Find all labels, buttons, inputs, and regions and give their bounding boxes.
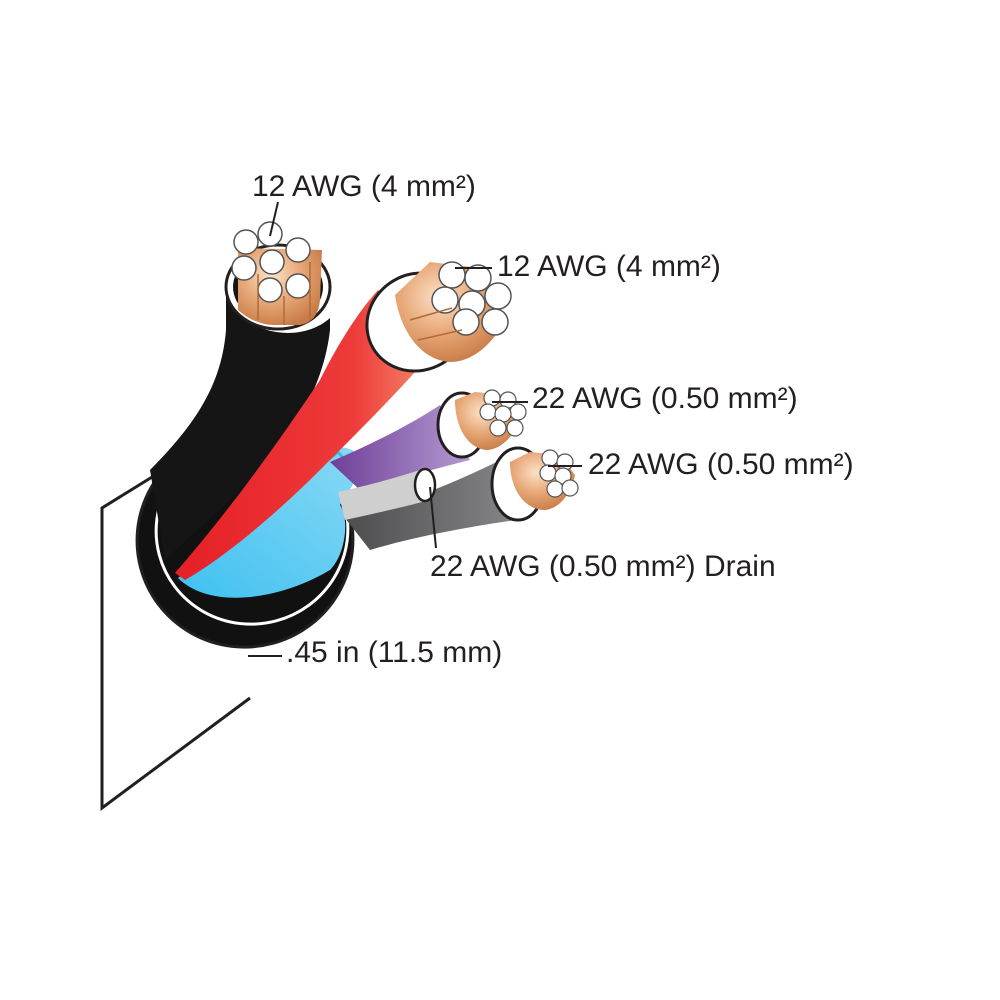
red-conductor (175, 261, 512, 580)
red-conductor-strands (395, 261, 512, 362)
label-drain-wire: 22 AWG (0.50 mm²) Drain (430, 550, 776, 583)
label-black-conductor: 12 AWG (4 mm²) (252, 170, 476, 203)
black-conductor-strands (231, 221, 322, 325)
panel-outline (100, 459, 251, 811)
black-conductor (150, 221, 332, 560)
gray-conductor (345, 446, 579, 550)
leader-lines (248, 201, 582, 657)
label-gray-conductor: 22 AWG (0.50 mm²) (588, 448, 854, 481)
purple-conductor (330, 389, 527, 490)
label-purple-conductor: 22 AWG (0.50 mm²) (532, 382, 798, 415)
purple-conductor-strands (455, 389, 527, 450)
label-red-conductor: 12 AWG (4 mm²) (497, 250, 721, 283)
label-outer-diameter: .45 in (11.5 mm) (286, 636, 503, 669)
